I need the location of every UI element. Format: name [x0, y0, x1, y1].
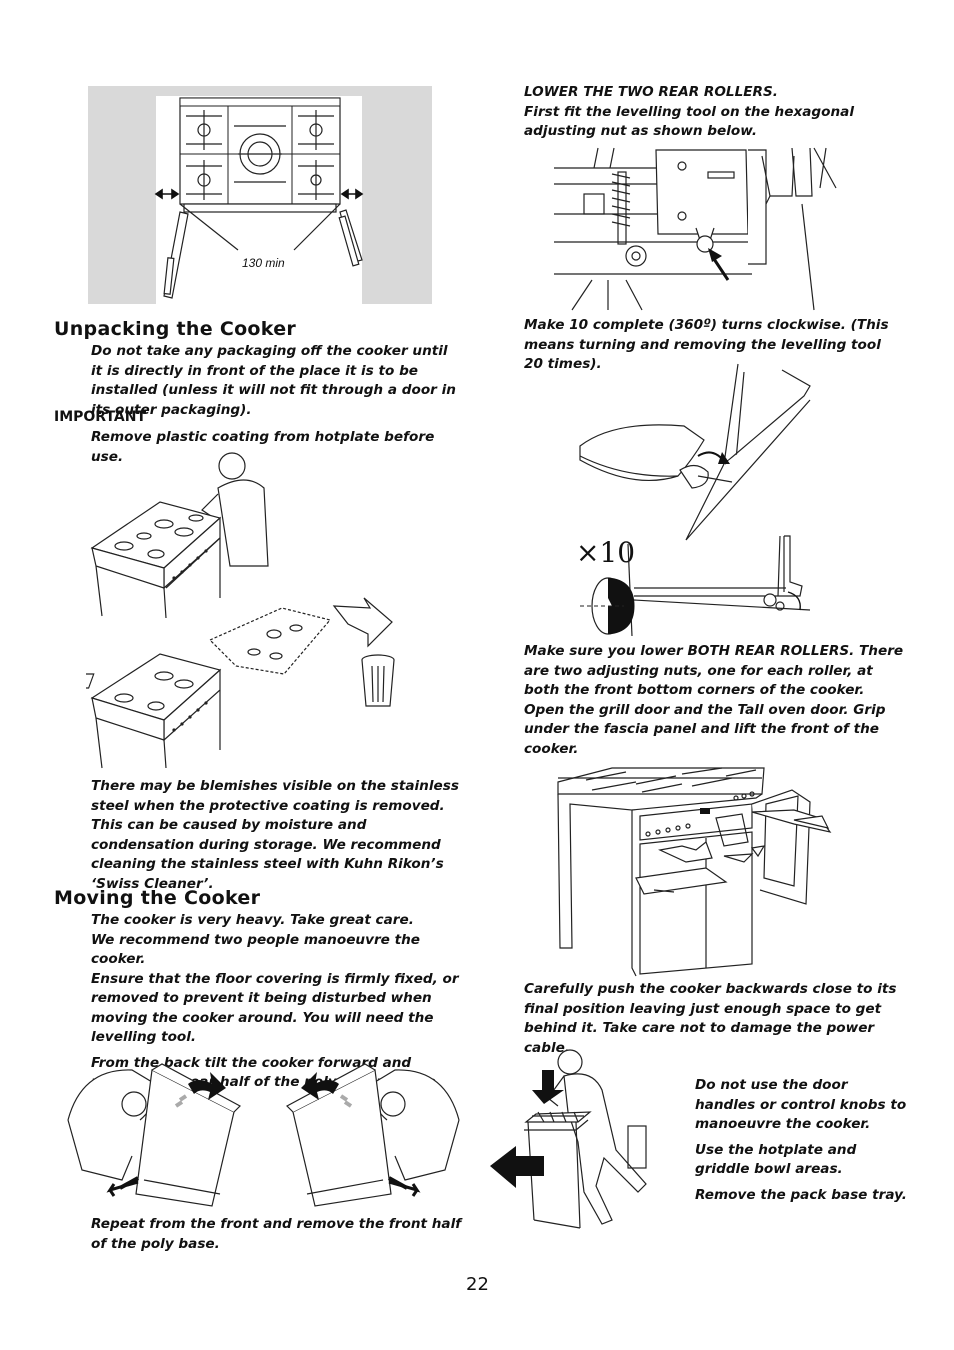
levelling-tool-illustration	[554, 147, 837, 311]
lift-front-illustration	[557, 767, 832, 977]
unpacking-intro: Do not take any packaging off the cooker…	[91, 343, 456, 418]
tip-no-handles: Do not use the door handles or control k…	[695, 1077, 907, 1132]
moving-heading: Moving the Cooker	[54, 887, 261, 909]
important-label: IMPORTANT	[54, 409, 147, 425]
moving-para-heavy: The cooker is very heavy. Take great car…	[91, 912, 414, 928]
turning-tool-illustration: ×10	[576, 363, 811, 637]
recess-clearance-label: 130 min	[242, 256, 285, 270]
page-number: 22	[466, 1274, 489, 1295]
unpacking-heading: Unpacking the Cooker	[54, 318, 297, 340]
important-text: Remove plastic coating from hotplate bef…	[91, 429, 435, 465]
handling-tips: Do not use the door handles or control k…	[695, 1076, 907, 1211]
tilt-front-illustration	[286, 1063, 460, 1207]
tip-base-tray: Remove the pack base tray.	[695, 1186, 907, 1203]
push-back-illustration	[490, 1049, 647, 1229]
rollers-instructions: LOWER THE TWO REAR ROLLERS. First fit th…	[524, 83, 904, 142]
moving-para-floor: Ensure that the floor covering is firmly…	[91, 970, 459, 1046]
rollers-fit-tool: First fit the levelling tool on the hexa…	[524, 103, 854, 140]
rollers-heading-line: LOWER THE TWO REAR ROLLERS.	[524, 84, 778, 100]
blemish-note: There may be blemishes visible on the st…	[91, 778, 459, 892]
tilt-back-illustration	[67, 1063, 241, 1207]
times-ten-label: ×10	[576, 536, 635, 569]
cooker-recess-illustration: 130 min	[88, 86, 432, 304]
moving-para-front: Repeat from the front and remove the fro…	[91, 1216, 462, 1252]
turns-instruction: Make 10 complete (360º) turns clockwise.…	[524, 317, 889, 372]
tip-hotplate: Use the hotplate and griddle bowl areas.	[695, 1141, 857, 1178]
coating-removal-illustration	[86, 452, 395, 769]
moving-para-two-people: We recommend two people manoeuvre the co…	[91, 931, 421, 968]
both-rollers-instruction: Make sure you lower BOTH REAR ROLLERS. T…	[524, 643, 904, 757]
push-instruction: Carefully push the cooker backwards clos…	[524, 981, 897, 1056]
